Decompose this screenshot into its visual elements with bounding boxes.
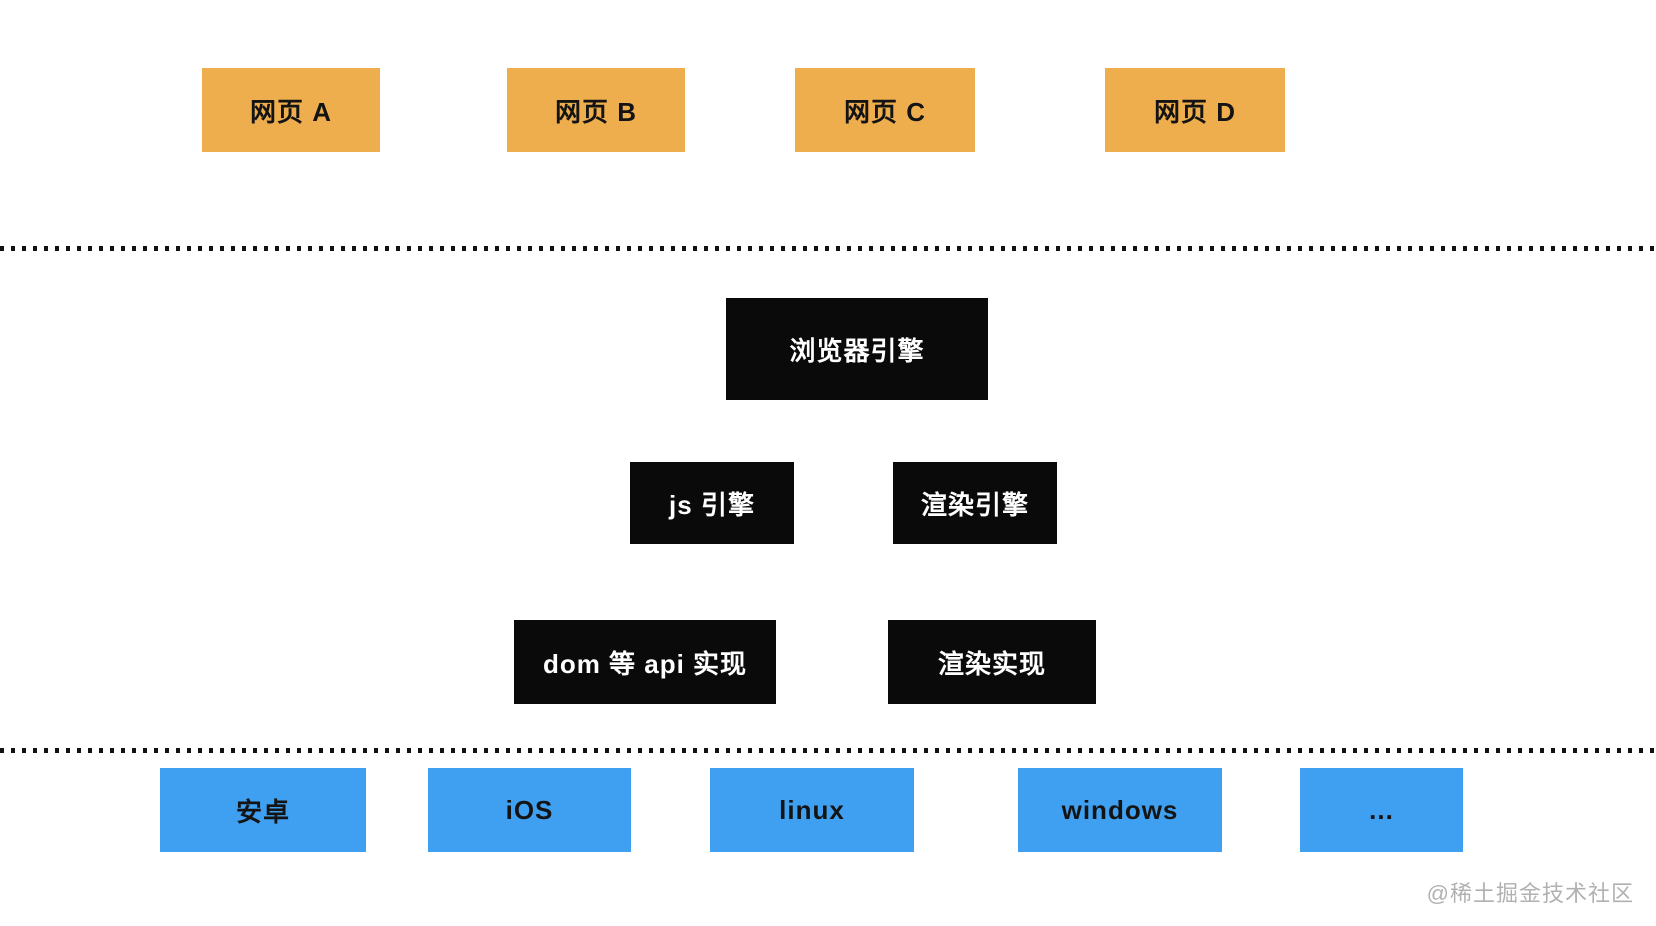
platform-linux-box: linux	[710, 768, 914, 852]
render-engine-box: 渲染引擎	[893, 462, 1057, 544]
web-page-b-box: 网页 B	[507, 68, 685, 152]
dom-api-implementation-box: dom 等 api 实现	[514, 620, 776, 704]
web-page-c-box: 网页 C	[795, 68, 975, 152]
platform-more-box: ...	[1300, 768, 1463, 852]
web-page-d-box: 网页 D	[1105, 68, 1285, 152]
platform-ios-box: iOS	[428, 768, 631, 852]
platform-windows-box: windows	[1018, 768, 1222, 852]
web-page-a-box: 网页 A	[202, 68, 380, 152]
platform-android-box: 安卓	[160, 768, 366, 852]
separator-dotted-line-top	[0, 246, 1656, 251]
browser-engine-box: 浏览器引擎	[726, 298, 988, 400]
render-implementation-box: 渲染实现	[888, 620, 1096, 704]
separator-dotted-line-bottom	[0, 748, 1656, 753]
juejin-watermark: @稀土掘金技术社区	[1426, 881, 1634, 906]
js-engine-box: js 引擎	[630, 462, 794, 544]
